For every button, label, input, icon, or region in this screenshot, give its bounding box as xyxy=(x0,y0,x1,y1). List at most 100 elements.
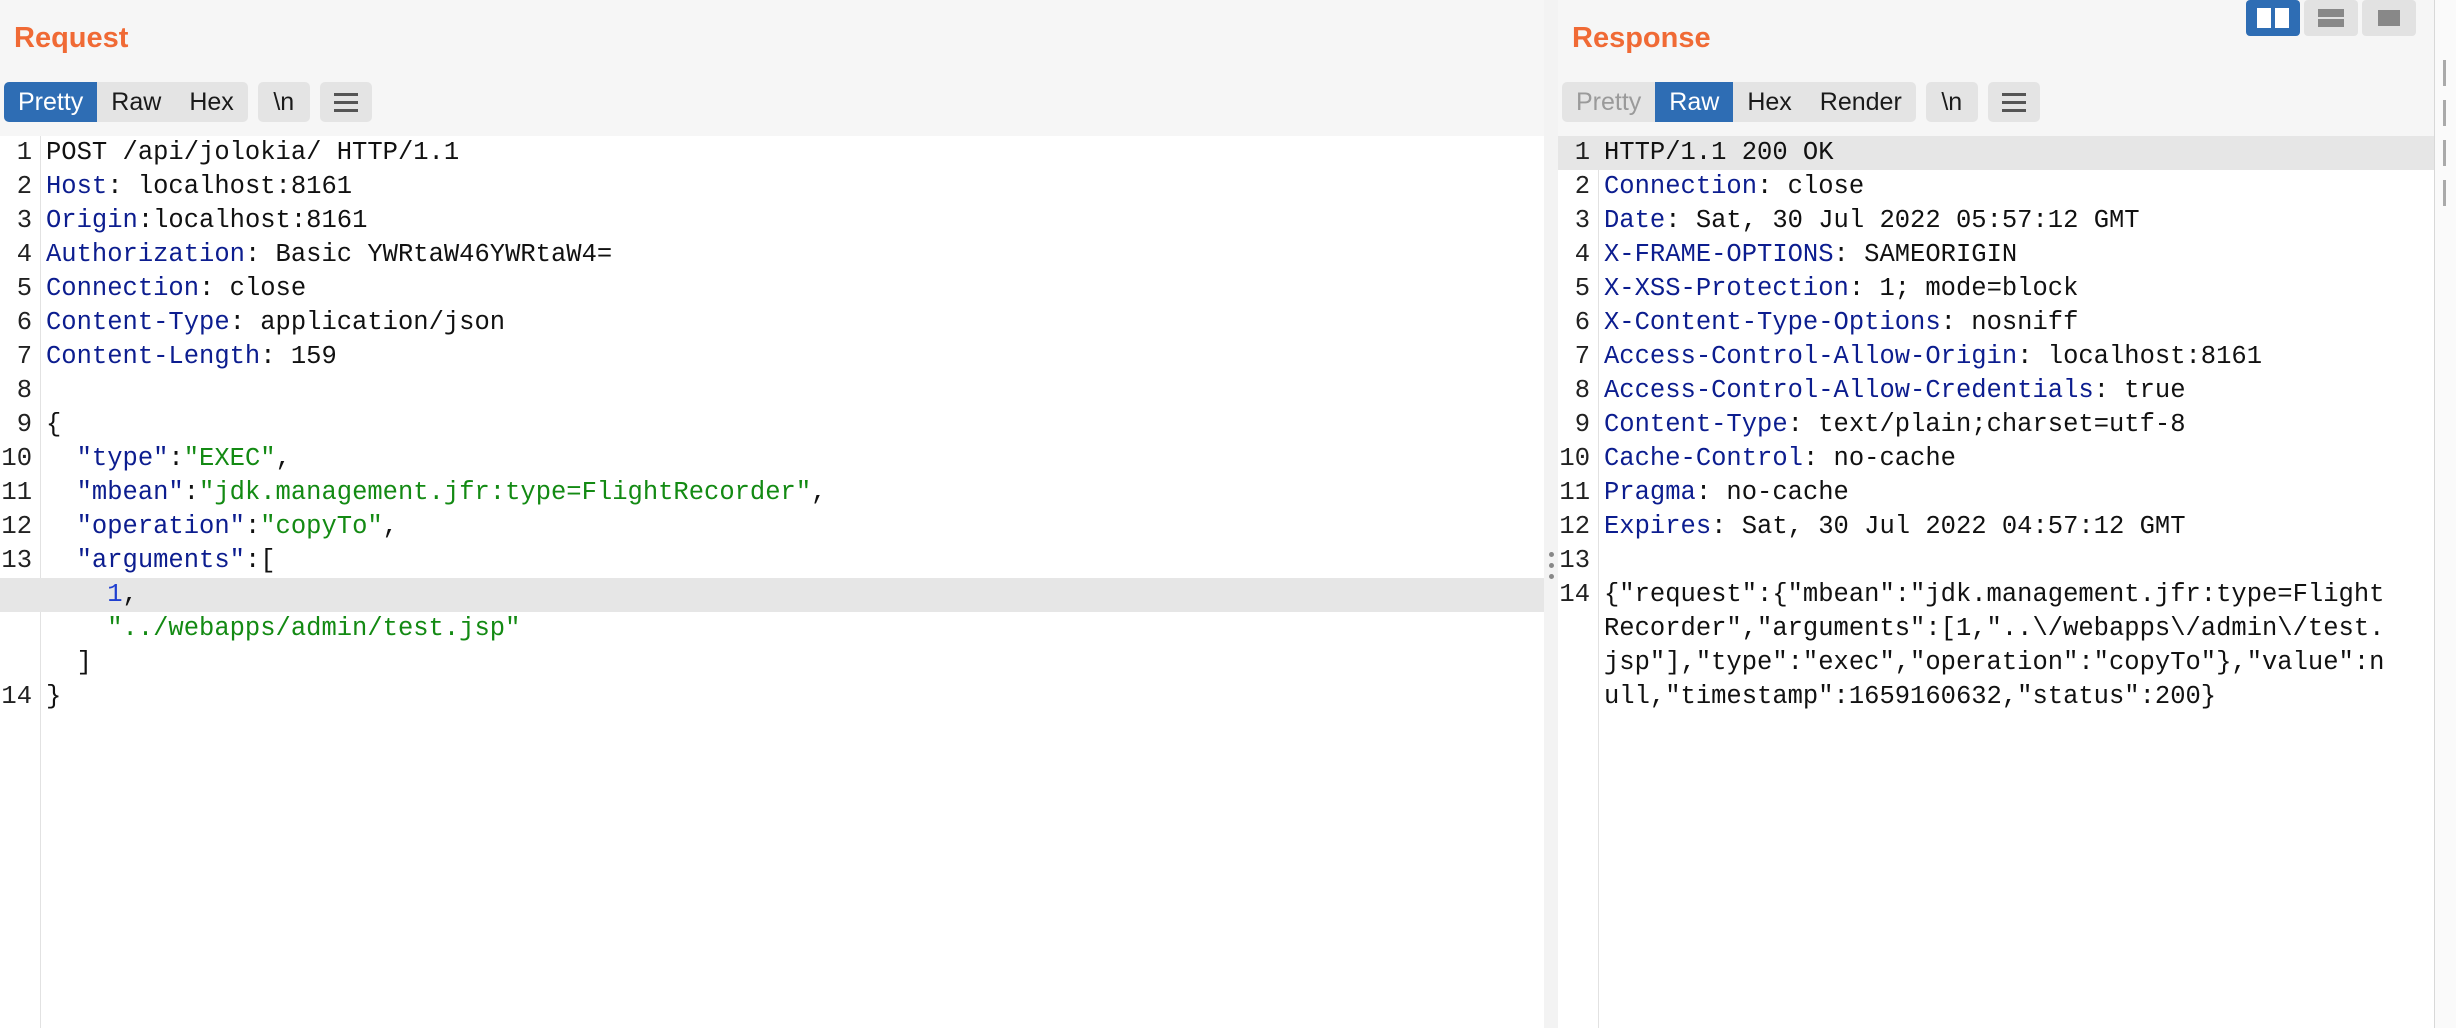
code-line: 12 Expires: Sat, 30 Jul 2022 04:57:12 GMT xyxy=(1558,510,2434,544)
response-pane: Response Pretty Raw Hex Render \n 1 HTTP/… xyxy=(1558,0,2434,1028)
line-number: 10 xyxy=(1559,444,1590,473)
line-text: Pragma: no-cache xyxy=(1604,476,1849,510)
code-token: Access-Control-Allow-Origin xyxy=(1604,342,2018,371)
line-text: Connection: close xyxy=(1604,170,1864,204)
response-toolbar: Pretty Raw Hex Render \n xyxy=(1562,82,2040,122)
code-token xyxy=(46,580,107,609)
code-token: : no-cache xyxy=(1802,444,1956,473)
line-number: 9 xyxy=(16,410,32,439)
line-number: 5 xyxy=(1574,274,1590,303)
line-text: Host: localhost:8161 xyxy=(46,170,352,204)
code-token: Expires xyxy=(1604,512,1712,541)
code-line: 13 xyxy=(1558,544,2434,578)
response-view-tabs: Pretty Raw Hex Render xyxy=(1562,82,1916,122)
code-line: jsp"],"type":"exec","operation":"copyTo"… xyxy=(1558,646,2434,680)
line-text: X-XSS-Protection: 1; mode=block xyxy=(1604,272,2078,306)
code-line: 1 HTTP/1.1 200 OK xyxy=(1558,136,2434,170)
code-token: : localhost:8161 xyxy=(2017,342,2263,371)
line-number: 1 xyxy=(16,138,32,167)
request-menu-icon[interactable] xyxy=(319,82,372,122)
code-token: : nosniff xyxy=(1940,308,2079,337)
layout-side-by-side-icon[interactable] xyxy=(2246,0,2300,36)
code-line: 14} xyxy=(0,680,1544,714)
request-newline-toggle[interactable]: \n xyxy=(257,82,310,122)
code-token: ] xyxy=(46,648,92,677)
response-newline-toggle[interactable]: \n xyxy=(1925,82,1978,122)
code-token: : Sat, 30 Jul 2022 04:57:12 GMT xyxy=(1711,512,2186,541)
code-token: Recorder","arguments":[1,"..\/webapps\/a… xyxy=(1604,614,2385,643)
strip-mark xyxy=(2443,60,2446,86)
code-token: :localhost:8161 xyxy=(137,206,368,235)
response-tab-hex[interactable]: Hex xyxy=(1747,88,1792,116)
code-token: Cache-Control xyxy=(1604,444,1803,473)
line-number: 11 xyxy=(1559,478,1590,507)
code-line: ] xyxy=(0,646,1544,680)
code-token: : 159 xyxy=(260,342,337,371)
line-number: 7 xyxy=(16,342,32,371)
code-token: Access-Control-Allow-Credentials xyxy=(1604,376,2094,405)
response-menu-icon[interactable] xyxy=(1987,82,2040,122)
code-token: Content-Type xyxy=(46,308,230,337)
request-tab-pretty[interactable]: Pretty xyxy=(4,82,98,122)
code-token: : xyxy=(183,478,200,507)
line-text: } xyxy=(46,680,61,714)
code-line: 11 Pragma: no-cache xyxy=(1558,476,2434,510)
line-number: 1 xyxy=(1574,138,1590,167)
code-token: { xyxy=(46,410,62,439)
response-tab-raw[interactable]: Raw xyxy=(1655,82,1734,122)
line-number: 12 xyxy=(1559,512,1590,541)
code-line: 1 POST /api/jolokia/ HTTP/1.1 xyxy=(0,136,1544,170)
request-tab-raw[interactable]: Raw xyxy=(111,88,162,116)
line-text: {"request":{"mbean":"jdk.management.jfr:… xyxy=(1604,578,2384,612)
request-view-tabs: Pretty Raw Hex xyxy=(4,82,248,122)
code-token: : close xyxy=(199,274,307,303)
line-text: 1, xyxy=(46,578,138,612)
line-text: ] xyxy=(46,646,92,680)
code-token: Host xyxy=(46,172,108,201)
layout-stacked-icon[interactable] xyxy=(2304,0,2358,36)
code-token: X-Content-Type-Options xyxy=(1604,308,1941,337)
code-token: X-XSS-Protection xyxy=(1604,274,1849,303)
code-token: : text/plain;charset=utf-8 xyxy=(1787,410,2186,439)
divider-grip-icon[interactable] xyxy=(1544,552,1558,579)
response-gutter xyxy=(1558,136,1599,1028)
inspector-strip[interactable] xyxy=(2434,0,2456,1028)
code-line: "../webapps/admin/test.jsp" xyxy=(0,612,1544,646)
layout-single-icon[interactable] xyxy=(2362,0,2416,36)
response-title: Response xyxy=(1572,22,1711,54)
code-token: "arguments" xyxy=(46,546,245,575)
line-number: 5 xyxy=(16,274,32,303)
pane-divider[interactable] xyxy=(1544,0,1558,1028)
code-token: : Sat, 30 Jul 2022 05:57:12 GMT xyxy=(1665,206,2140,235)
line-text: "mbean":"jdk.management.jfr:type=FlightR… xyxy=(46,476,827,510)
line-number: 13 xyxy=(1559,546,1590,575)
line-text: POST /api/jolokia/ HTTP/1.1 xyxy=(46,136,459,170)
response-tab-pretty[interactable]: Pretty xyxy=(1576,88,1642,116)
line-number: 14 xyxy=(1,682,32,711)
line-number: 6 xyxy=(16,308,32,337)
code-token: Content-Length xyxy=(46,342,261,371)
code-token: "jdk.management.jfr:type=FlightRecorder" xyxy=(199,478,812,507)
line-number: 4 xyxy=(16,240,32,269)
line-number: 2 xyxy=(1574,172,1590,201)
line-text: Connection: close xyxy=(46,272,306,306)
code-token: ull,"timestamp":1659160632,"status":200} xyxy=(1604,682,2217,711)
line-text: Origin:localhost:8161 xyxy=(46,204,367,238)
line-text: { xyxy=(46,408,61,442)
line-text: HTTP/1.1 200 OK xyxy=(1604,136,1834,170)
response-tab-render[interactable]: Render xyxy=(1819,88,1902,116)
line-text: Cache-Control: no-cache xyxy=(1604,442,1956,476)
line-text: X-FRAME-OPTIONS: SAMEORIGIN xyxy=(1604,238,2017,272)
code-token: "copyTo" xyxy=(260,512,383,541)
code-line: 9{ xyxy=(0,408,1544,442)
request-tab-hex[interactable]: Hex xyxy=(189,88,234,116)
code-token: : xyxy=(168,444,184,473)
layout-controls xyxy=(2242,0,2416,36)
line-number: 10 xyxy=(1,444,32,473)
